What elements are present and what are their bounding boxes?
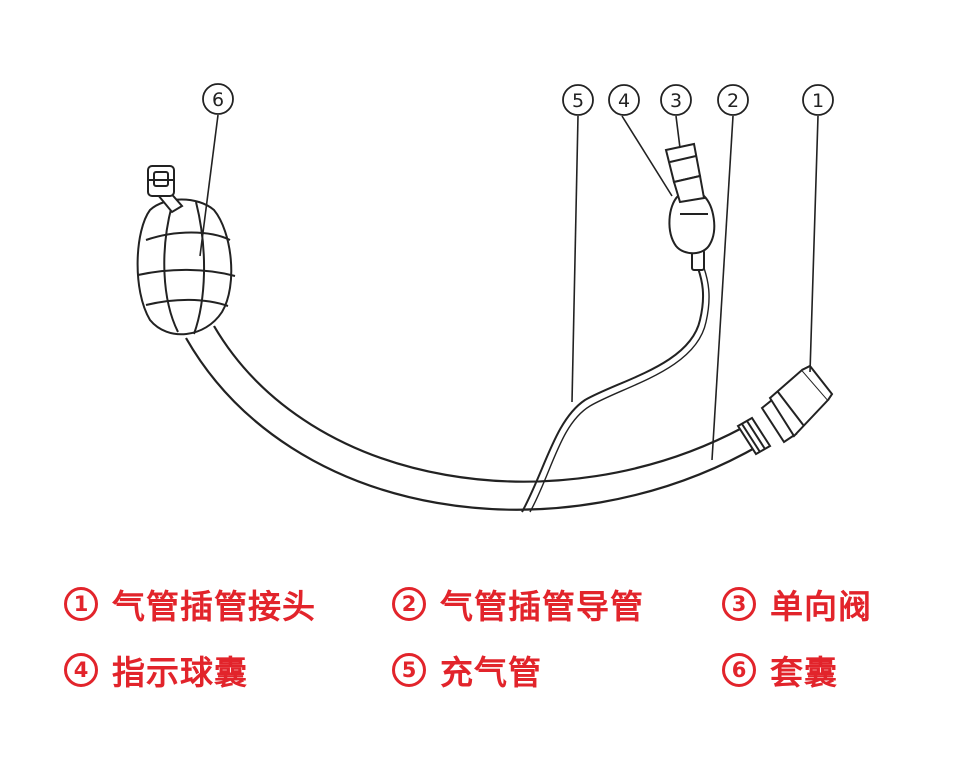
callout-1-number: 1 [812,90,824,112]
leader-line-4 [621,115,673,197]
inflation-line [521,267,705,513]
callout-3-number: 3 [670,90,682,112]
leader-line-2 [711,115,734,461]
leader-lines [199,114,819,461]
legend-label-3: 单向阀 [770,587,872,626]
callout-2: 2 [717,84,749,116]
tube-inner-wall [213,325,743,483]
legend-label-6: 套囊 [770,653,838,692]
callout-3: 3 [660,84,692,116]
leader-line-3 [675,115,681,149]
legend-number-2: 2 [392,587,426,621]
callout-4: 4 [608,84,640,116]
legend-number-3: 3 [722,587,756,621]
legend-item-3: 3 单向阀 [722,582,872,626]
legend-item-5: 5 充气管 [392,648,542,692]
callout-6: 6 [202,83,234,115]
callout-5: 5 [562,84,594,116]
legend-item-2: 2 气管插管导管 [392,582,644,626]
legend-number-5: 5 [392,653,426,687]
legend-number-1: 1 [64,587,98,621]
callout-6-number: 6 [212,89,224,111]
callout-5-number: 5 [572,90,584,112]
legend-label-5: 充气管 [440,653,542,692]
one-way-valve [664,142,706,204]
legend-item-4: 4 指示球囊 [64,648,248,692]
cuff [136,165,236,336]
pilot-balloon [668,195,716,271]
leader-line-6 [199,114,219,257]
legend-label-1: 气管插管接头 [112,587,316,626]
tube-outer-wall [185,337,761,511]
legend-number-4: 4 [64,653,98,687]
legend-item-6: 6 套囊 [722,648,838,692]
callout-1: 1 [802,84,834,116]
callout-4-number: 4 [618,90,630,112]
tube [185,325,761,511]
leader-line-1 [809,115,819,373]
inflation-line-inner [529,267,710,513]
legend-item-1: 1 气管插管接头 [64,582,316,626]
leader-line-5 [571,115,579,403]
endotracheal-tube-diagram: 1 2 3 4 5 6 [136,83,834,513]
legend-label-2: 气管插管导管 [440,587,644,626]
legend-label-4: 指示球囊 [112,653,248,692]
connector [736,364,834,456]
legend: 1 气管插管接头 2 气管插管导管 3 单向阀 4 指示球囊 5 充气管 6 套… [0,570,960,720]
callout-2-number: 2 [727,90,739,112]
legend-number-6: 6 [722,653,756,687]
